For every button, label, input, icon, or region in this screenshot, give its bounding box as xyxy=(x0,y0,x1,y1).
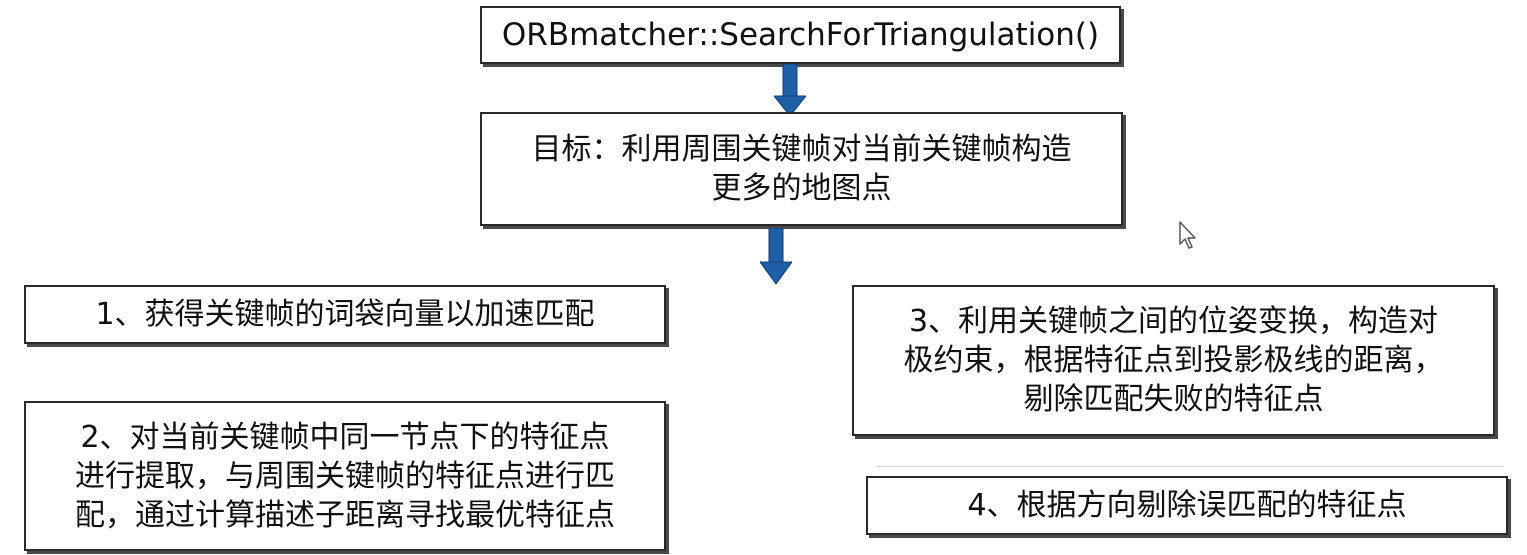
down-arrow-icon xyxy=(774,64,806,116)
step-2-box: 2、对当前关键帧中同一节点下的特征点 进行提取，与周围关键帧的特征点进行匹 配，… xyxy=(24,401,666,551)
step-4-box: 4、根据方向剔除误匹配的特征点 xyxy=(866,476,1508,535)
goal-text: 目标：利用周围关键帧对当前关键帧构造 更多的地图点 xyxy=(531,132,1072,206)
function-title-text: ORBmatcher::SearchForTriangulation() xyxy=(501,16,1100,53)
step-1-text: 1、获得关键帧的词袋向量以加速匹配 xyxy=(95,297,595,332)
step-3-text: 3、利用关键帧之间的位姿变换，构造对 极约束，根据特征点到投影极线的距离， 剔除… xyxy=(903,304,1444,417)
step-2-text: 2、对当前关键帧中同一节点下的特征点 进行提取，与周围关键帧的特征点进行匹 配，… xyxy=(75,419,615,533)
mouse-pointer-icon xyxy=(1179,221,1196,249)
step-3-box: 3、利用关键帧之间的位姿变换，构造对 极约束，根据特征点到投影极线的距离， 剔除… xyxy=(852,285,1495,436)
goal-box: 目标：利用周围关键帧对当前关键帧构造 更多的地图点 xyxy=(480,112,1123,226)
faint-divider xyxy=(876,466,1504,467)
down-arrow-icon xyxy=(760,228,792,284)
step-1-box: 1、获得关键帧的词袋向量以加速匹配 xyxy=(24,285,666,344)
function-title-box: ORBmatcher::SearchForTriangulation() xyxy=(480,6,1121,64)
step-4-text: 4、根据方向剔除误匹配的特征点 xyxy=(967,488,1407,523)
